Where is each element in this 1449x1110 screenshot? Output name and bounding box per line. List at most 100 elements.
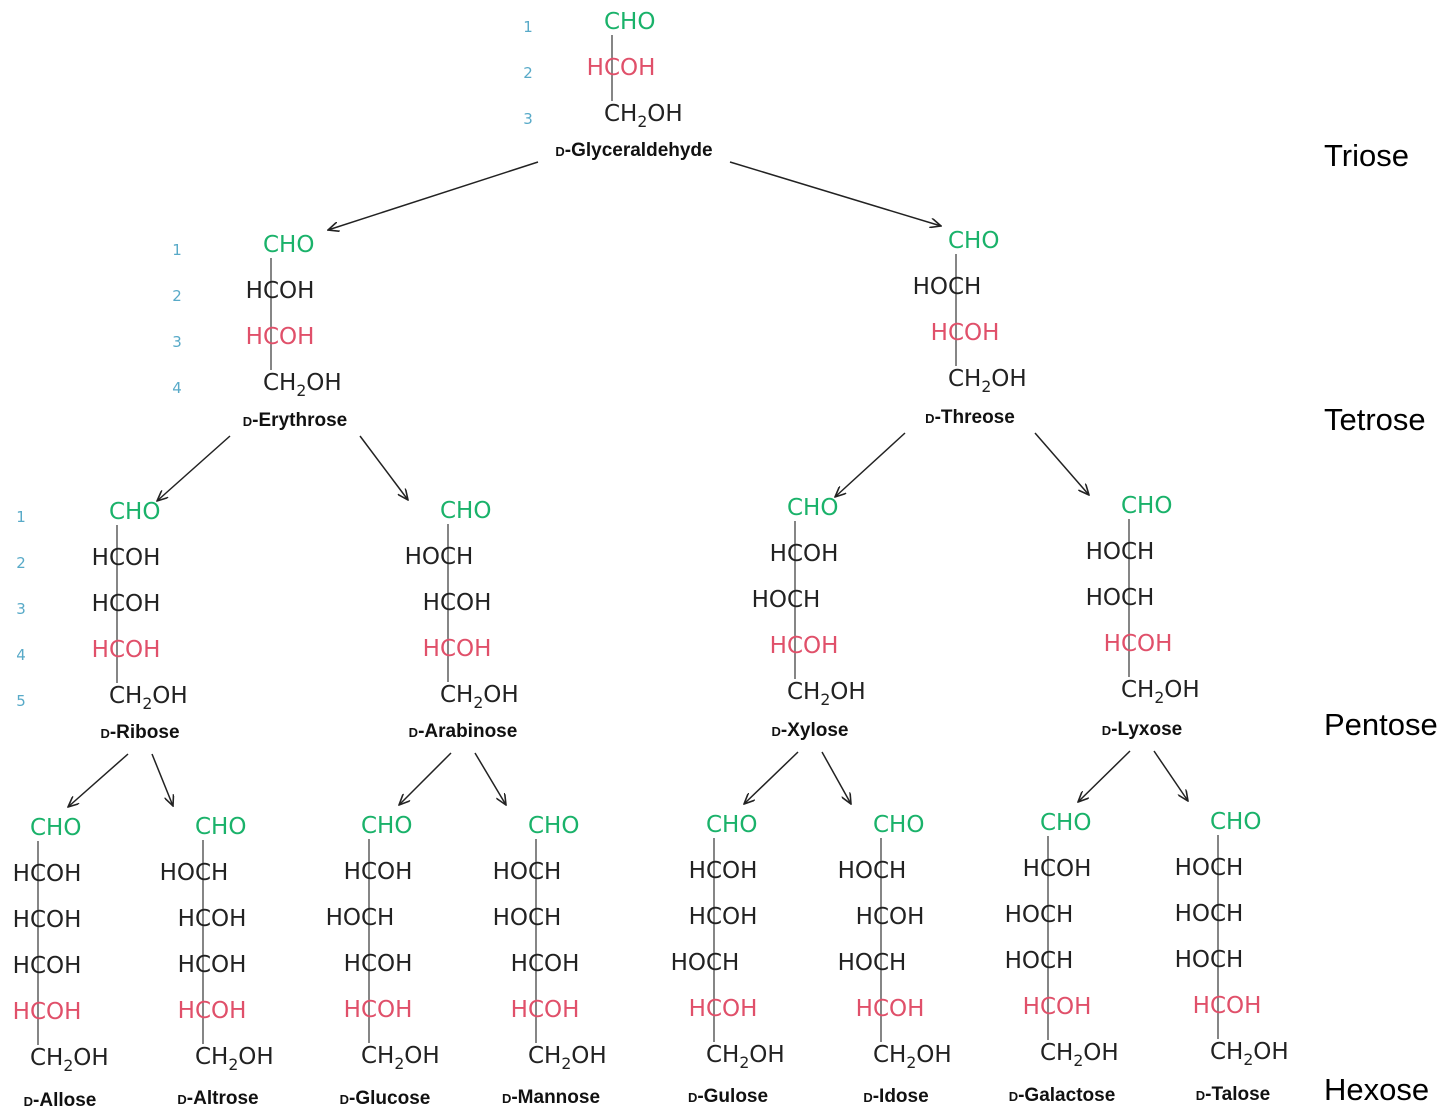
label-glyceraldehyde: D-Glyceraldehyde (555, 140, 712, 161)
group-hcoh: HCOH (344, 951, 413, 977)
group-hcoh: HCOH (178, 906, 247, 932)
label-allose: D-Allose (24, 1090, 97, 1110)
group-hoch: HOCH (160, 860, 229, 886)
group-hcoh: HCOH (178, 952, 247, 978)
carbon-number: 5 (16, 692, 26, 710)
group-hcoh: HCOH (931, 320, 1000, 346)
arrow-threose-to-xylose (835, 432, 906, 497)
group-hcoh: HCOH (511, 951, 580, 977)
group-hoch: HOCH (1175, 855, 1244, 881)
carbon-number: 3 (523, 110, 533, 128)
arrow-erythrose-to-ribose (157, 435, 231, 501)
group-hoch: HOCH (405, 544, 474, 570)
arrow-lyxose-to-galactose (1078, 750, 1131, 802)
group-hcoh: HCOH (344, 859, 413, 885)
group-hcoh: HCOH (511, 997, 580, 1023)
group-ch2oh: CH2OH (787, 679, 866, 709)
tier-label-pentose: Pentose (1324, 707, 1438, 742)
group-hoch: HOCH (493, 859, 562, 885)
group-ch2oh: CH2OH (195, 1044, 274, 1074)
group-hcoh: HCOH (344, 997, 413, 1023)
carbon-number: 4 (172, 379, 182, 397)
arrow-threose-to-lyxose (1034, 432, 1089, 495)
group-hcoh: HCOH (13, 907, 82, 933)
carbon-number: 2 (16, 554, 26, 572)
group-cho: CHO (948, 228, 999, 254)
group-ch2oh: CH2OH (706, 1042, 785, 1072)
group-cho: CHO (30, 815, 81, 841)
group-hcoh: HCOH (13, 953, 82, 979)
label-erythrose: D-Erythrose (243, 410, 347, 431)
group-ch2oh: CH2OH (1040, 1040, 1119, 1070)
group-hoch: HOCH (838, 858, 907, 884)
molecule-threose: CHO HOCH HCOH CH2OH D-Threose (913, 228, 1027, 428)
label-mannose: D-Mannose (502, 1087, 600, 1108)
group-ch2oh: CH2OH (604, 101, 683, 131)
group-ch2oh: CH2OH (109, 683, 188, 713)
group-hcoh: HCOH (92, 545, 161, 571)
group-hoch: HOCH (752, 587, 821, 613)
label-galactose: D-Galactose (1009, 1085, 1116, 1106)
label-altrose: D-Altrose (177, 1088, 258, 1109)
carbon-number: 2 (523, 64, 533, 82)
group-ch2oh: CH2OH (30, 1045, 109, 1075)
group-ch2oh: CH2OH (873, 1042, 952, 1072)
group-hcoh: HCOH (856, 904, 925, 930)
carbon-number: 4 (16, 646, 26, 664)
label-talose: D-Talose (1196, 1084, 1271, 1105)
group-hcoh: HCOH (1023, 856, 1092, 882)
arrow-arabinose-to-mannose (474, 752, 506, 805)
carbon-number: 1 (172, 241, 182, 259)
group-hcoh: HCOH (1023, 994, 1092, 1020)
group-ch2oh: CH2OH (1121, 677, 1200, 707)
label-lyxose: D-Lyxose (1102, 719, 1183, 740)
group-ch2oh: CH2OH (263, 370, 342, 400)
label-ribose: D-Ribose (100, 722, 179, 743)
group-cho: CHO (440, 498, 491, 524)
group-cho: CHO (1121, 493, 1172, 519)
group-ch2oh: CH2OH (948, 366, 1027, 396)
group-hcoh: HCOH (856, 996, 925, 1022)
group-hcoh: HCOH (13, 999, 82, 1025)
group-hcoh: HCOH (587, 55, 656, 81)
label-threose: D-Threose (925, 407, 1015, 428)
group-ch2oh: CH2OH (361, 1043, 440, 1073)
group-ch2oh: CH2OH (528, 1043, 607, 1073)
arrow-ribose-to-altrose (151, 753, 173, 806)
group-cho: CHO (787, 495, 838, 521)
tier-label-tetrose: Tetrose (1324, 402, 1426, 437)
group-hoch: HOCH (493, 905, 562, 931)
group-cho: CHO (873, 812, 924, 838)
group-hoch: HOCH (1175, 947, 1244, 973)
group-hcoh: HCOH (423, 590, 492, 616)
group-hoch: HOCH (1086, 585, 1155, 611)
group-hcoh: HCOH (689, 996, 758, 1022)
group-hoch: HOCH (1086, 539, 1155, 565)
group-hoch: HOCH (838, 950, 907, 976)
arrow-erythrose-to-arabinose (359, 435, 408, 500)
group-hoch: HOCH (913, 274, 982, 300)
group-hoch: HOCH (671, 950, 740, 976)
carbon-number: 1 (523, 18, 533, 36)
arrow-ribose-to-allose (68, 753, 129, 807)
group-cho: CHO (604, 9, 655, 35)
group-hcoh: HCOH (246, 278, 315, 304)
label-xylose: D-Xylose (772, 720, 849, 741)
group-hcoh: HCOH (92, 637, 161, 663)
arrow-arabinose-to-glucose (399, 752, 452, 805)
group-hoch: HOCH (326, 905, 395, 931)
molecule-glyceraldehyde: CHO HCOH CH2OH 1 2 3D-Glyceraldehyde (523, 9, 712, 161)
group-cho: CHO (263, 232, 314, 258)
arrow-xylose-to-gulose (744, 751, 799, 804)
group-ch2oh: CH2OH (440, 682, 519, 712)
group-hcoh: HCOH (770, 633, 839, 659)
group-cho: CHO (195, 814, 246, 840)
group-cho: CHO (361, 813, 412, 839)
